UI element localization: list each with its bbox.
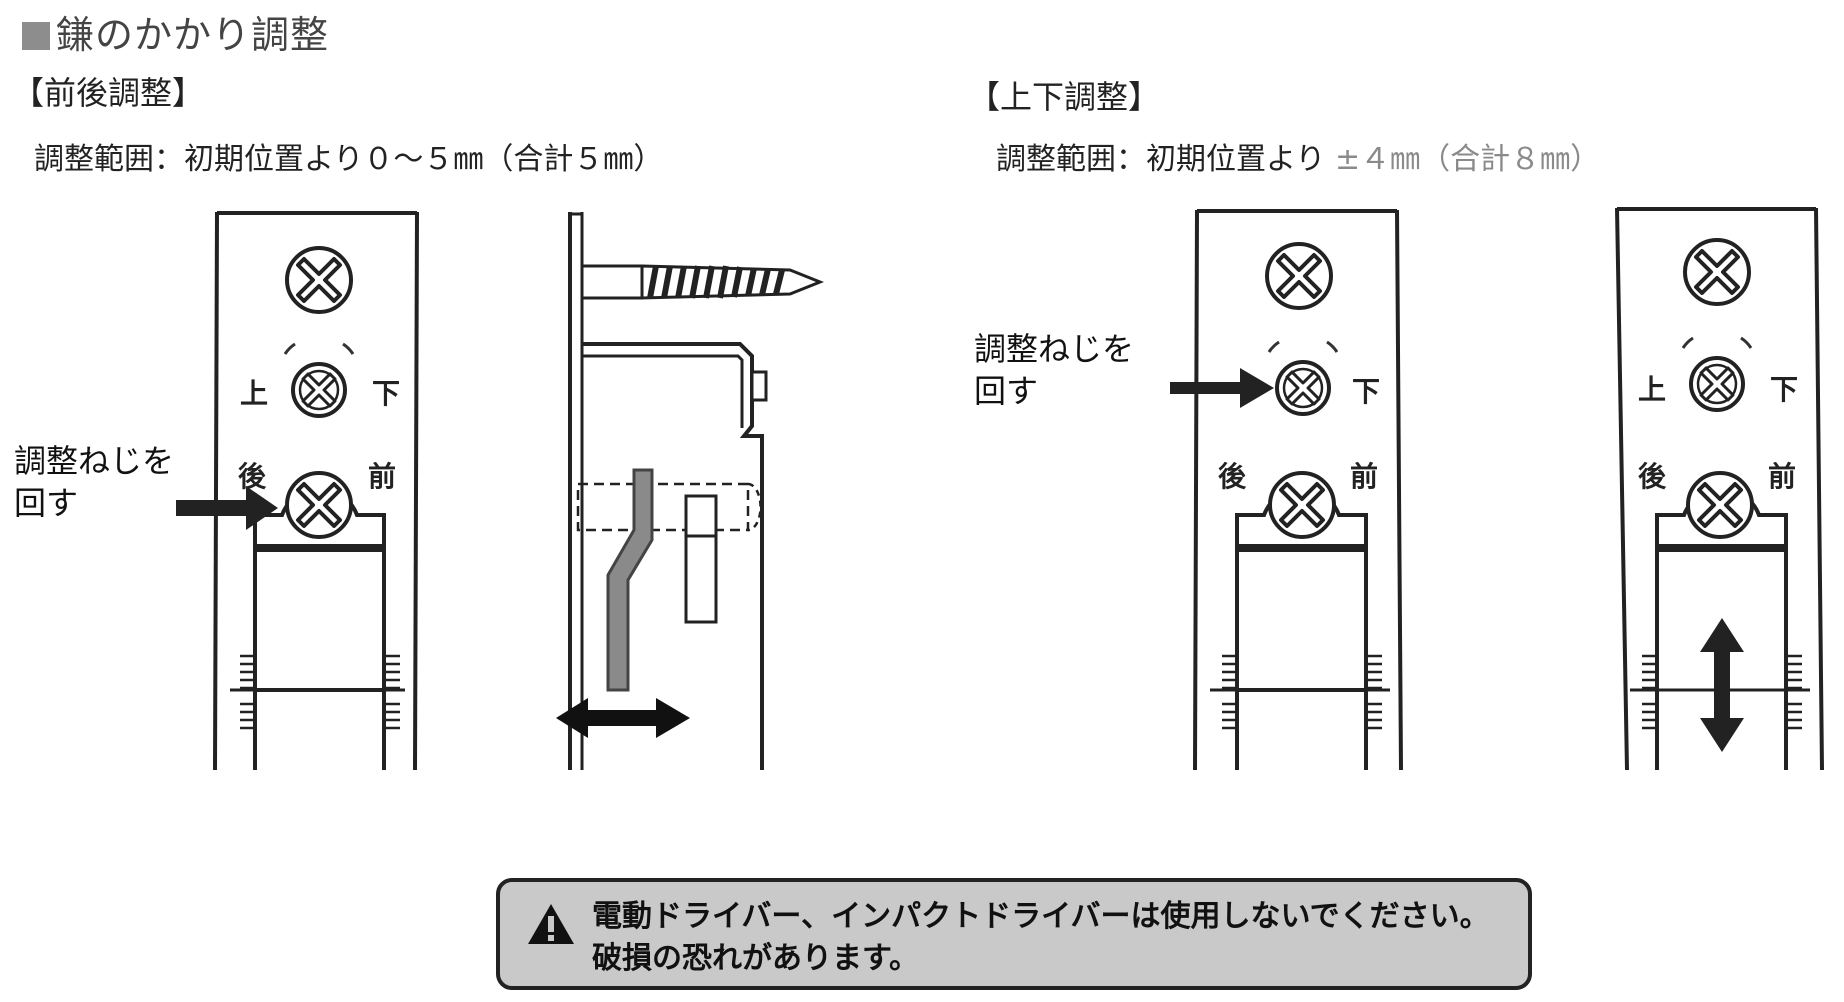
label-down-plate4: 下 [1770, 373, 1799, 406]
front-back-heading: 【前後調整】 [12, 74, 205, 112]
up-down-heading: 【上下調整】 [968, 78, 1161, 116]
callout-turn-screw-right: 調整ねじを 回す [974, 330, 1135, 410]
side-view-front-back [556, 212, 825, 770]
label-back-right: 後 [1218, 460, 1247, 493]
title-square-icon [22, 22, 50, 50]
label-down-right: 下 [1352, 375, 1381, 408]
plate-up-down-vertical [1615, 207, 1824, 771]
label-back: 後 [238, 460, 267, 493]
front-back-range: 調整範囲：初期位置より０～５㎜（合計５㎜） [34, 142, 664, 177]
label-up: 上 [240, 377, 269, 410]
callout-turn-screw-left: 調整ねじを 回す [14, 442, 175, 522]
label-back-plate4: 後 [1638, 460, 1667, 493]
warning-box: 電動ドライバー、インパクトドライバーは使用しないでください。 破損の恐れがありま… [496, 878, 1532, 990]
label-front-plate4: 前 [1768, 460, 1797, 493]
page-title: 鎌のかかり調整 [22, 4, 329, 59]
warning-triangle-icon [528, 904, 574, 944]
label-down: 下 [372, 377, 401, 410]
plate-up-down-push [1170, 209, 1403, 771]
label-front-right: 前 [1350, 460, 1379, 493]
adjustment-diagrams [176, 207, 1824, 771]
plate-front-back-front-view [176, 211, 419, 771]
label-up-plate4: 上 [1638, 373, 1667, 406]
label-front: 前 [368, 460, 397, 493]
up-down-range: 調整範囲：初期位置より ±４㎜（合計８㎜） [996, 142, 1601, 177]
warning-text: 電動ドライバー、インパクトドライバーは使用しないでください。 破損の恐れがありま… [592, 899, 1490, 976]
